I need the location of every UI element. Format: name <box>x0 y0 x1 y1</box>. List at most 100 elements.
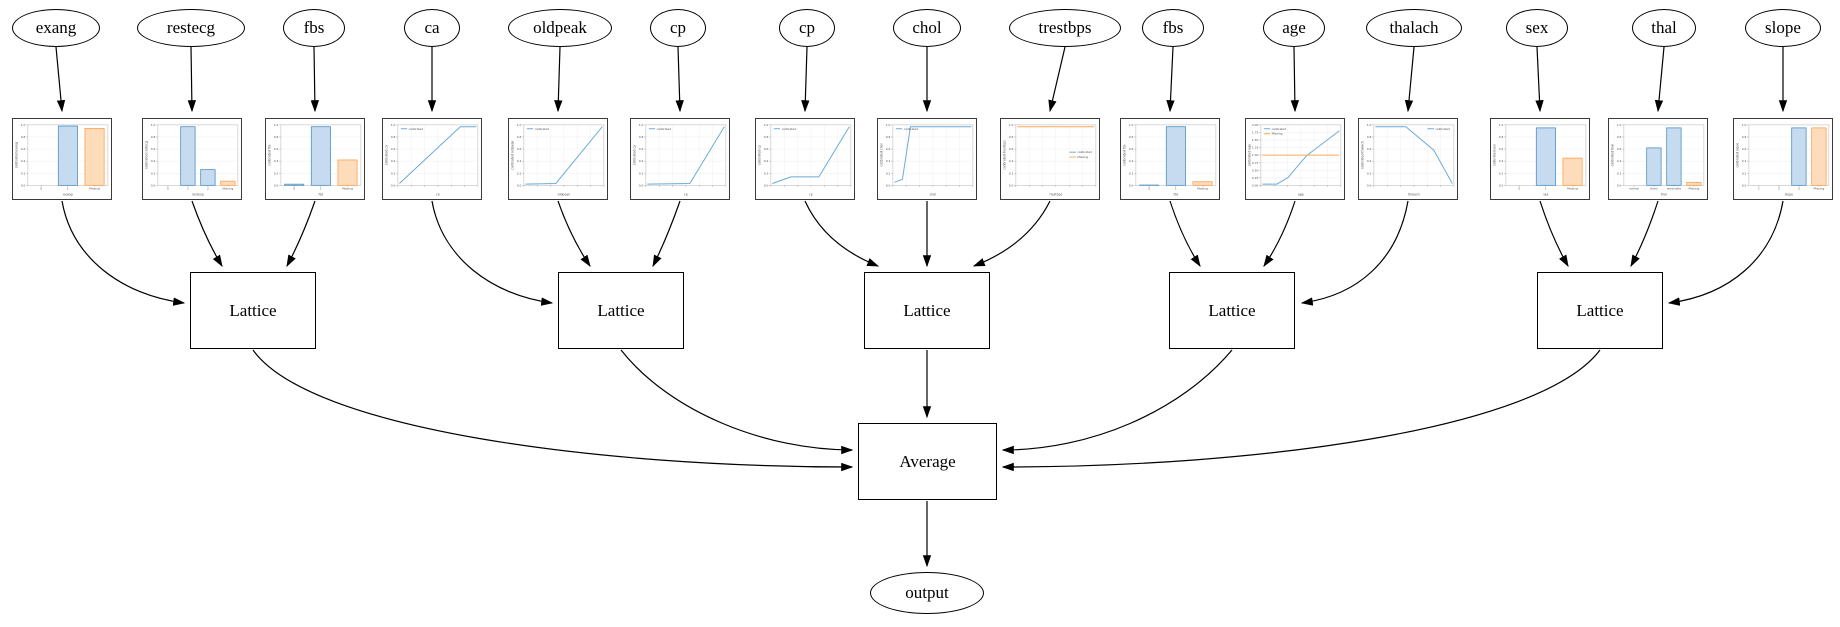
svg-text:1.75: 1.75 <box>1252 130 1259 134</box>
feature-node-label: fbs <box>1162 18 1184 37</box>
svg-text:0.0: 0.0 <box>1742 183 1747 187</box>
svg-text:calibrated: calibrated <box>904 127 919 131</box>
svg-text:0.0: 0.0 <box>151 183 156 187</box>
feature-node-label: ca <box>424 18 440 37</box>
svg-text:1: 1 <box>187 187 189 191</box>
svg-text:0.2: 0.2 <box>1009 171 1014 175</box>
edge-arrow <box>1166 46 1175 113</box>
edge-arrow <box>972 200 1051 267</box>
svg-text:1.0: 1.0 <box>1617 123 1622 127</box>
bar-fbs-0 <box>284 183 305 186</box>
svg-text:1: 1 <box>1758 187 1760 191</box>
svg-text:0.2: 0.2 <box>1367 171 1372 175</box>
bar-fbs-1 <box>310 126 331 186</box>
feature-node-label: fbs <box>303 18 325 37</box>
output-node-label: output <box>905 583 949 602</box>
x-axis-label: trestbps <box>1049 193 1062 197</box>
x-axis-label: ca <box>436 193 440 197</box>
svg-text:calibrated: calibrated <box>657 127 672 131</box>
output-node: output <box>870 572 984 614</box>
svg-text:fixed: fixed <box>1650 187 1657 191</box>
svg-text:0.2: 0.2 <box>391 171 396 175</box>
svg-text:Missing: Missing <box>222 187 233 191</box>
y-axis-label: calibrated age <box>1248 144 1252 166</box>
svg-text:Missing: Missing <box>342 187 353 191</box>
svg-text:0.8: 0.8 <box>1742 135 1747 139</box>
edge-arrow <box>652 200 681 268</box>
y-axis-label: calibrated thalach <box>1361 141 1365 169</box>
edge-arrow <box>801 46 810 113</box>
feature-node-label: cp <box>669 18 687 37</box>
lattice-node-label: Lattice <box>597 300 645 320</box>
feature-node-label: age <box>1282 18 1306 37</box>
svg-text:0.4: 0.4 <box>391 159 396 163</box>
svg-text:1.0: 1.0 <box>639 123 644 127</box>
x-axis-label: cp <box>684 193 688 197</box>
svg-text:0: 0 <box>293 187 295 191</box>
svg-text:0.8: 0.8 <box>151 135 156 139</box>
svg-text:0.8: 0.8 <box>639 135 644 139</box>
edge-arrow <box>252 349 854 472</box>
svg-text:0.4: 0.4 <box>1009 159 1014 163</box>
svg-text:1.0: 1.0 <box>1499 123 1504 127</box>
svg-text:0.8: 0.8 <box>517 135 522 139</box>
lattice-node-4: Lattice <box>1169 272 1295 349</box>
svg-text:0: 0 <box>167 187 169 191</box>
svg-text:1.25: 1.25 <box>1252 146 1259 150</box>
svg-text:0.4: 0.4 <box>1617 159 1622 163</box>
svg-text:1.0: 1.0 <box>886 123 891 127</box>
svg-text:0.6: 0.6 <box>391 147 396 151</box>
svg-text:0.2: 0.2 <box>1742 171 1747 175</box>
bar-restecg-Missing <box>220 180 236 186</box>
svg-text:0.2: 0.2 <box>151 171 156 175</box>
edge-arrow <box>804 200 880 267</box>
edge-arrow <box>1654 46 1665 113</box>
legend: calibrated <box>773 127 796 131</box>
feature-node-label: sex <box>1525 18 1549 37</box>
svg-text:0.2: 0.2 <box>639 171 644 175</box>
feature-node-label: exang <box>35 18 77 37</box>
svg-text:2.00: 2.00 <box>1252 123 1259 127</box>
svg-text:0.2: 0.2 <box>517 171 522 175</box>
edge-arrow <box>1169 200 1201 268</box>
y-axis-label: calibrated slope <box>1736 143 1740 168</box>
svg-text:0.4: 0.4 <box>764 159 769 163</box>
y-axis-label: calibrated cp <box>633 145 637 165</box>
svg-text:0.2: 0.2 <box>274 171 279 175</box>
feature-node-ca: ca <box>404 9 460 47</box>
svg-text:0.6: 0.6 <box>1129 147 1134 151</box>
feature-node-label: slope <box>1765 18 1801 37</box>
lattice-node-label: Lattice <box>229 300 277 320</box>
svg-text:1: 1 <box>1175 187 1177 191</box>
svg-text:0.0: 0.0 <box>517 183 522 187</box>
lattice-node-label: Lattice <box>903 300 951 320</box>
feature-node-label: trestbps <box>1038 18 1092 37</box>
y-axis-label: calibrated restecg <box>145 141 149 169</box>
svg-text:0.6: 0.6 <box>21 147 26 151</box>
svg-text:0.4: 0.4 <box>274 159 279 163</box>
svg-text:0.0: 0.0 <box>886 183 891 187</box>
x-axis-label: age <box>1298 193 1304 197</box>
bar-sex-Missing <box>1562 157 1583 186</box>
calibrator-plot-age: 2.001.751.501.251.000.750.500.250.00cali… <box>1246 119 1344 199</box>
svg-text:0.0: 0.0 <box>764 183 769 187</box>
bar-thal-Missing <box>1686 181 1702 186</box>
edge-arrow <box>1539 200 1569 268</box>
edge-arrow <box>675 46 684 113</box>
feature-node-label: cp <box>798 18 816 37</box>
legend: calibrated <box>895 127 919 131</box>
lattice-node-3: Lattice <box>864 272 990 349</box>
svg-text:1.0: 1.0 <box>1367 123 1372 127</box>
bar-slope-Missing <box>1811 127 1827 186</box>
feature-node-sex: sex <box>1506 9 1568 47</box>
